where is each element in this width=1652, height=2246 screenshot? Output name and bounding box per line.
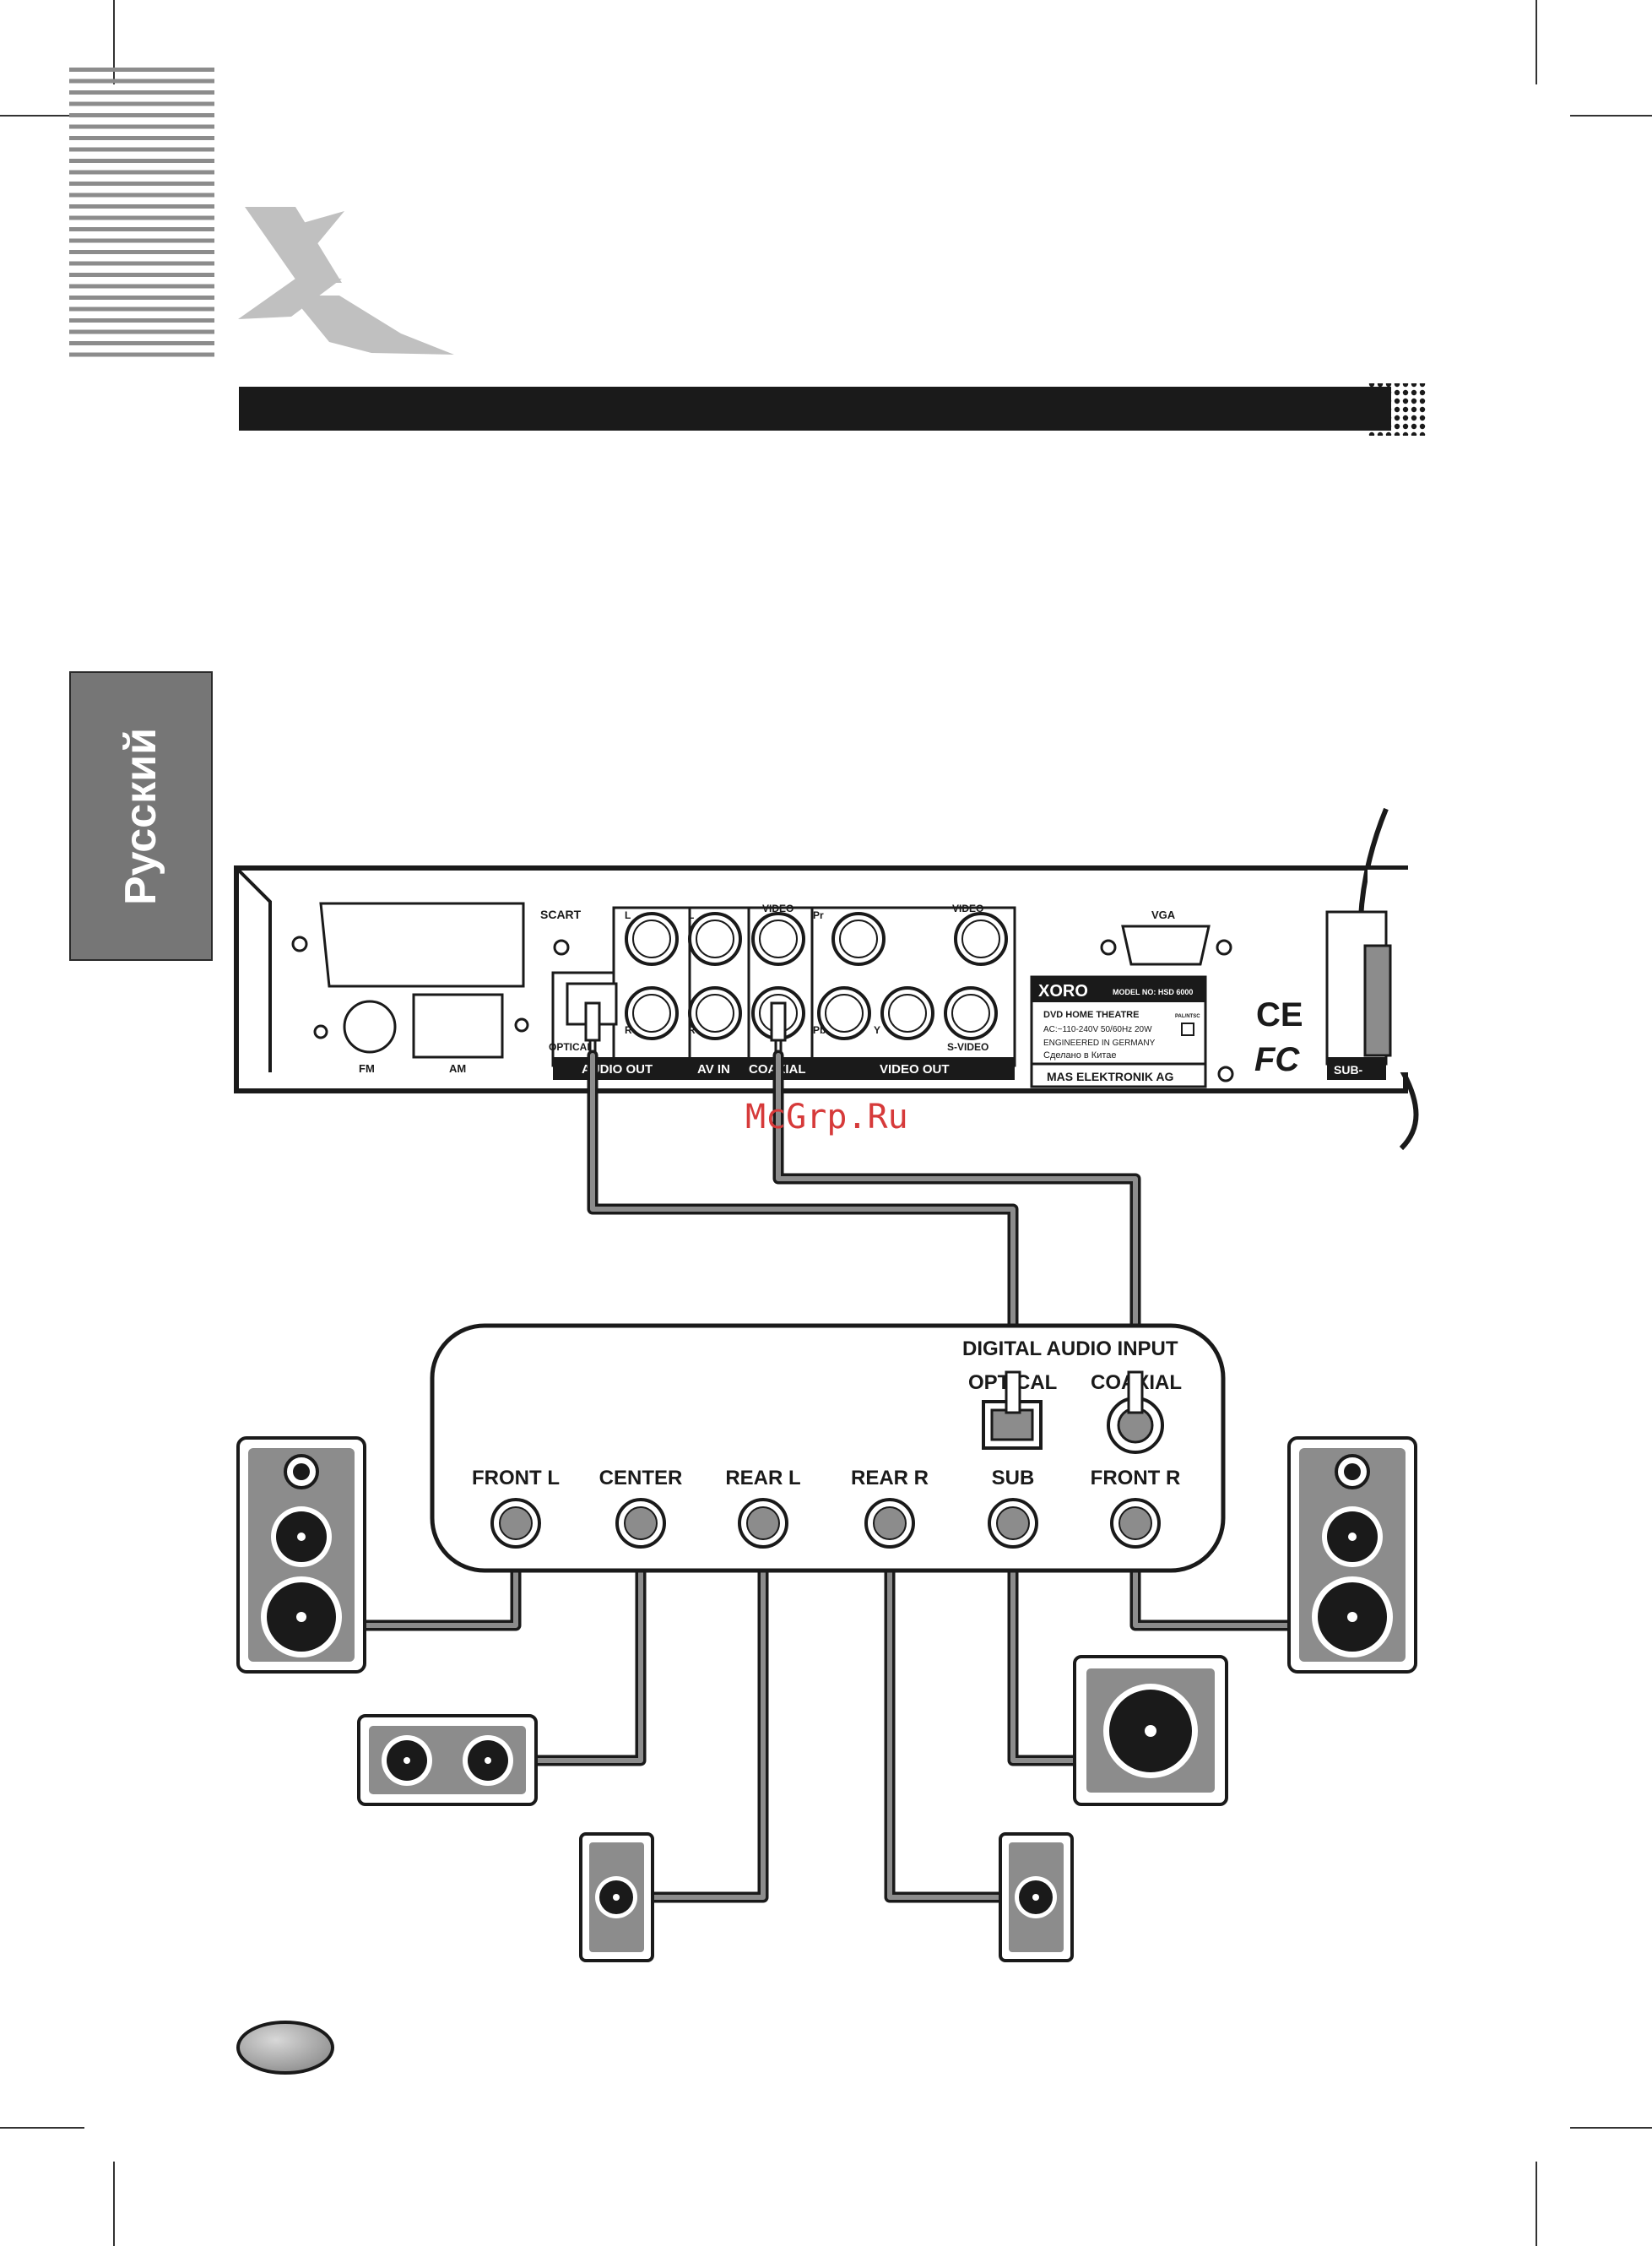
stripe <box>69 159 214 163</box>
plate-brand: XORO <box>1038 982 1088 1001</box>
speaker-subwoofer <box>1073 1655 1228 1806</box>
language-tab: Русский <box>69 671 213 961</box>
stripe <box>69 147 214 152</box>
speaker-front-right <box>1287 1436 1417 1674</box>
rca-jacks <box>625 912 1008 1040</box>
label-vga: VGA <box>1151 909 1176 921</box>
label-pr: Pr <box>813 909 824 921</box>
rca-jack-ring <box>825 994 864 1033</box>
label-pb: Pb <box>813 1024 826 1036</box>
stripe <box>69 215 214 220</box>
rca-jack-ring <box>888 994 927 1033</box>
speaker-rear-left <box>579 1832 654 1962</box>
stripe <box>69 68 214 72</box>
fm-label: FM <box>359 1062 375 1075</box>
stripe <box>69 113 214 117</box>
stripe <box>69 296 214 300</box>
plate-system: PAL/NTSC <box>1175 1014 1200 1019</box>
stripe <box>69 250 214 254</box>
output-label: FRONT R <box>1091 1467 1181 1489</box>
plate-product: DVD HOME THEATRE <box>1043 1010 1139 1020</box>
output-label: CENTER <box>599 1467 683 1489</box>
stripe <box>69 182 214 186</box>
cables-inner <box>360 1053 1292 1900</box>
rca-jack-ring <box>696 920 734 958</box>
dvd-rear-panel: SCART FM AM L L R R VIDEO VIDEO Pr Pb Y … <box>234 807 1419 1151</box>
plate-engineered: ENGINEERED IN GERMANY <box>1043 1039 1156 1048</box>
stripe <box>69 318 214 323</box>
stripe <box>69 329 214 334</box>
output-jack-inner <box>746 1506 780 1540</box>
label-l1: L <box>625 909 631 921</box>
am-label: AM <box>449 1062 466 1075</box>
stripe <box>69 204 214 209</box>
plate-made-in: Сделано в Китае <box>1043 1050 1117 1061</box>
output-jack-inner <box>996 1506 1030 1540</box>
receiver: DIGITAL AUDIO INPUT OPTICAL COAXIAL FRON… <box>430 1323 1226 1573</box>
label-video1: VIDEO <box>762 903 794 914</box>
label-digital-audio-input: DIGITAL AUDIO INPUT <box>962 1337 1178 1360</box>
stripe <box>69 124 214 129</box>
watermark: McGrp.Ru <box>745 1098 908 1137</box>
stripe <box>69 238 214 243</box>
rca-jack-ring <box>839 920 878 958</box>
label-r1: R <box>625 1024 632 1036</box>
stripe <box>69 193 214 198</box>
label-audio-out: AUDIO OUT <box>582 1062 653 1077</box>
plate-power: AC:~110-240V 50/60Hz 20W <box>1043 1025 1152 1034</box>
stripe <box>69 101 214 106</box>
x-logo <box>238 207 454 355</box>
output-jack-inner <box>499 1506 533 1540</box>
rca-jack-ring <box>759 920 798 958</box>
output-label: FRONT L <box>472 1467 560 1489</box>
page-number-badge <box>236 2021 334 2075</box>
output-jack-inner <box>873 1506 907 1540</box>
header-bar <box>239 383 1427 436</box>
label-video2: VIDEO <box>952 903 983 914</box>
plate-company: MAS ELEKTRONIK AG <box>1047 1070 1173 1083</box>
output-label: REAR L <box>725 1467 800 1489</box>
rca-jack-ring <box>961 920 1000 958</box>
label-video-out: VIDEO OUT <box>880 1062 950 1077</box>
label-optical-out: OPTICAL <box>549 1041 593 1053</box>
scart-label: SCART <box>540 908 582 921</box>
label-sub-partial: SUB- <box>1334 1063 1363 1077</box>
stripe <box>69 307 214 312</box>
output-label: REAR R <box>851 1467 929 1489</box>
language-tab-label: Русский <box>116 727 165 905</box>
label-svideo: S-VIDEO <box>947 1041 988 1053</box>
speaker-rear-right <box>999 1832 1074 1962</box>
label-y: Y <box>874 1024 880 1036</box>
stripe <box>69 284 214 289</box>
plate-model: MODEL NO: HSD 6000 <box>1113 988 1193 996</box>
stripe <box>69 227 214 231</box>
speaker-center <box>357 1714 538 1806</box>
stripe <box>69 341 214 345</box>
ce-mark: CE <box>1256 996 1303 1033</box>
speaker-front-left <box>236 1436 366 1674</box>
left-stripes <box>69 68 214 357</box>
stripe <box>69 79 214 84</box>
output-label: SUB <box>992 1467 1035 1489</box>
stripe <box>69 136 214 140</box>
label-r2: R <box>688 1024 696 1036</box>
output-jack-inner <box>624 1506 658 1540</box>
fc-mark: FC <box>1254 1041 1300 1078</box>
rca-jack-ring <box>696 994 734 1033</box>
stripe <box>69 273 214 277</box>
rca-jack-ring <box>632 920 671 958</box>
rca-jack-ring <box>632 994 671 1033</box>
rating-plate: XORO MODEL NO: HSD 6000 DVD HOME THEATRE… <box>1030 975 1207 1088</box>
stripe <box>69 170 214 175</box>
label-av-in: AV IN <box>697 1062 730 1077</box>
stripe <box>69 90 214 95</box>
stripe <box>69 352 214 357</box>
rca-jack-ring <box>951 994 990 1033</box>
stripe <box>69 261 214 266</box>
label-l2: L <box>688 909 694 921</box>
output-jack-inner <box>1118 1506 1152 1540</box>
